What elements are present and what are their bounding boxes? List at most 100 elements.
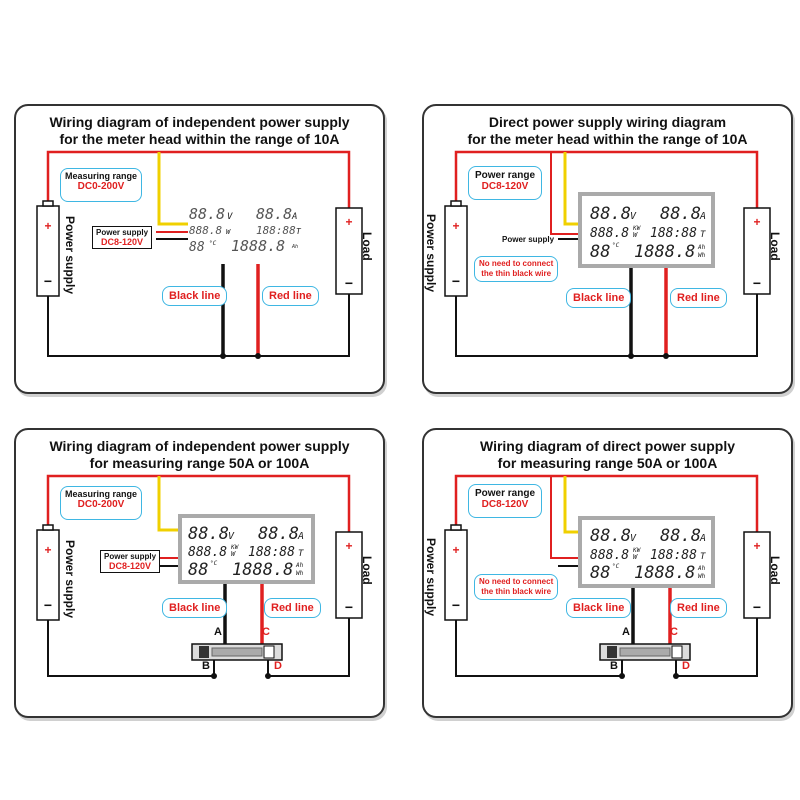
amp-value: 88.8 <box>256 205 292 223</box>
load-minus: − <box>753 599 761 615</box>
time-value: 188:88 <box>256 224 296 237</box>
terminal-d: D <box>682 660 690 672</box>
red-line-label: Red line <box>670 288 727 308</box>
power-supply-box: Power supply DC8-120V <box>100 550 161 573</box>
power-unit: W <box>226 228 231 236</box>
time-unit: T <box>296 227 302 236</box>
volt-value: 88.8 <box>188 524 229 544</box>
power-unit-bottom: W <box>633 553 638 561</box>
yellow-wire <box>563 476 580 534</box>
power-unit-bottom: W <box>231 550 236 558</box>
energy-value: 1888.8 <box>634 563 695 583</box>
volt-value: 88.8 <box>590 526 631 546</box>
wiring-svg: + − + − 88.8 V 88.8 A 888.8 KW W 188:88 … <box>36 474 363 679</box>
load-plus: + <box>345 215 352 229</box>
time-value: 188:88 <box>650 226 697 241</box>
battery-minus: − <box>452 273 460 289</box>
junction-dot <box>255 353 261 359</box>
wiring-svg: + − + − 88.8 V 88.8 A 888.8 KW W 188:88 … <box>444 474 771 679</box>
temp-value: 88 <box>590 563 610 583</box>
power-value: 888.8 <box>590 226 629 241</box>
meter-display: 88.8 V 88.8 A 888.8 W 188:88 T 88 °C 188… <box>189 205 302 255</box>
load-label: Load <box>768 556 782 585</box>
black-line-label: Black line <box>162 286 228 306</box>
yellow-wire <box>157 152 188 226</box>
power-supply-label: Power supply <box>424 214 438 293</box>
terminal-a: A <box>214 626 222 638</box>
volt-value: 88.8 <box>590 204 631 224</box>
amp-unit: A <box>291 212 297 222</box>
time-unit: T <box>700 230 706 240</box>
measuring-range-bubble: Measuring range DC0-200V <box>60 486 142 520</box>
meter-frame <box>578 192 715 268</box>
panel-title: Wiring diagram of direct power supply fo… <box>479 438 735 471</box>
temp-value: 88 <box>590 242 610 262</box>
amp-unit: A <box>297 531 304 542</box>
red-wire <box>454 150 759 208</box>
battery-minus: − <box>44 597 52 613</box>
energy-unit-bottom: Wh <box>698 252 706 259</box>
battery-minus: − <box>44 273 52 289</box>
black-line-label: Black line <box>566 288 632 308</box>
power-supply-label: Power supply <box>63 540 77 619</box>
energy-value: 1888.8 <box>231 237 285 255</box>
red-line-label: Red line <box>264 598 321 618</box>
panel-title: Wiring diagram of independent power supp… <box>49 438 350 471</box>
meter-frame <box>578 516 715 588</box>
temp-unit: °C <box>210 560 218 567</box>
terminal-c: C <box>262 626 270 638</box>
load-plus: + <box>753 215 760 229</box>
no-connect-note: No need to connect the thin black wire <box>474 256 559 282</box>
load-label: Load <box>360 232 374 261</box>
power-range-bubble: Power range DC8-120V <box>468 166 542 200</box>
wiring-svg: + − + − 88.8 V 88.8 A 888.8 KW W 188:88 … <box>444 150 771 359</box>
battery-plus: + <box>44 543 51 557</box>
energy-unit: Ah <box>291 244 298 250</box>
temp-unit: °C <box>612 563 620 570</box>
temp-value: 88 <box>188 560 208 580</box>
red-line-label: Red line <box>670 598 727 618</box>
battery-plus: + <box>44 219 51 233</box>
black-wire-left <box>47 620 214 677</box>
time-value: 188:88 <box>650 548 697 563</box>
load-plus: + <box>345 539 352 553</box>
battery-minus: − <box>452 597 460 613</box>
meter-display: 88.8 V 88.8 A 888.8 KW W 188:88 T 88 °C … <box>590 526 706 583</box>
amp-value: 88.8 <box>660 204 701 224</box>
diagram-panel-1: Wiring diagram of independent power supp… <box>14 104 385 394</box>
temp-unit: °C <box>209 240 217 247</box>
power-value: 888.8 <box>188 545 227 560</box>
red-wire <box>46 150 351 208</box>
meter-display: 88.8 V 88.8 A 888.8 KW W 188:88 T 88 °C … <box>590 204 706 262</box>
load-plus: + <box>753 539 760 553</box>
power-range-bubble: Power range DC8-120V <box>468 484 542 518</box>
load-minus: − <box>753 275 761 291</box>
power-unit-top: KW <box>632 225 642 232</box>
no-connect-note: No need to connect the thin black wire <box>474 574 559 600</box>
black-wire <box>455 294 758 357</box>
terminal-b: B <box>202 660 210 672</box>
amp-value: 88.8 <box>660 526 701 546</box>
junction-dot <box>220 353 226 359</box>
power-value: 888.8 <box>189 224 222 237</box>
amp-unit: A <box>699 211 706 222</box>
yellow-wire <box>157 476 182 532</box>
power-supply-box: Power supply DC8-120V <box>92 226 153 249</box>
energy-unit-top: Ah <box>697 565 706 572</box>
load-label: Load <box>768 232 782 261</box>
wiring-svg: + − + − 88.8 V 88.8 A 888.8 W 188:88 T 8… <box>36 150 363 359</box>
power-unit-bottom: W <box>633 231 638 239</box>
panel-title: Direct power supply wiring diagram for t… <box>467 114 748 147</box>
amp-unit: A <box>699 533 706 544</box>
measuring-range-bubble: Measuring range DC0-200V <box>60 168 142 202</box>
load-minus: − <box>345 599 353 615</box>
meter-display: 88.8 V 88.8 A 888.8 KW W 188:88 T 88 °C … <box>188 524 304 580</box>
terminal-c: C <box>670 626 678 638</box>
load-minus: − <box>345 275 353 291</box>
volt-unit: V <box>630 211 637 222</box>
energy-value: 1888.8 <box>634 242 695 262</box>
red-line-label: Red line <box>262 286 319 306</box>
black-wire-right <box>268 618 350 677</box>
yellow-wire <box>563 152 580 226</box>
red-wire <box>454 474 759 532</box>
